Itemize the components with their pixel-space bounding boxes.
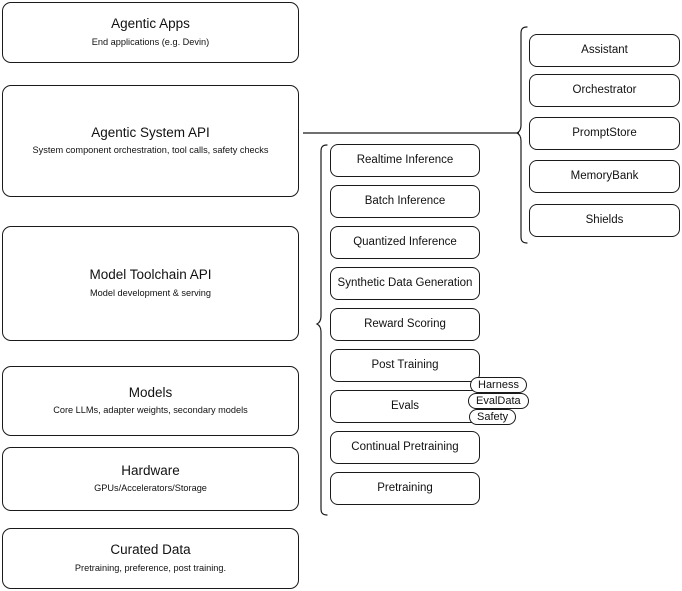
component-label: Assistant — [581, 44, 628, 57]
component-label: PromptStore — [572, 127, 637, 140]
layer-box-model-toolchain-api[interactable]: Model Toolchain API Model development & … — [2, 226, 299, 341]
layer-subtitle: Pretraining, preference, post training. — [74, 562, 227, 573]
toolchain-box-realtime-inference[interactable]: Realtime Inference — [330, 144, 480, 177]
layer-title: Hardware — [121, 462, 180, 478]
toolchain-label: Pretraining — [377, 482, 433, 495]
component-label: Shields — [585, 214, 624, 227]
layer-box-agentic-system-api[interactable]: Agentic System API System component orch… — [2, 85, 299, 197]
component-box-memorybank[interactable]: MemoryBank — [529, 160, 680, 193]
layer-box-hardware[interactable]: Hardware GPUs/Accelerators/Storage — [2, 447, 299, 511]
layer-box-models[interactable]: Models Core LLMs, adapter weights, secon… — [2, 366, 299, 436]
toolchain-label: Post Training — [371, 359, 439, 372]
toolchain-label: Quantized Inference — [353, 236, 457, 249]
toolchain-box-pretraining[interactable]: Pretraining — [330, 472, 480, 505]
component-box-promptstore[interactable]: PromptStore — [529, 117, 680, 150]
component-box-orchestrator[interactable]: Orchestrator — [529, 74, 680, 107]
toolchain-box-continual-pretraining[interactable]: Continual Pretraining — [330, 431, 480, 464]
component-label: Orchestrator — [572, 84, 637, 97]
toolchain-label: Reward Scoring — [364, 318, 446, 331]
evals-badge-evaldata[interactable]: EvalData — [468, 393, 529, 409]
evals-badge-safety[interactable]: Safety — [469, 409, 517, 425]
component-label: MemoryBank — [570, 170, 639, 183]
toolchain-label: Evals — [390, 400, 420, 413]
layer-subtitle: GPUs/Accelerators/Storage — [94, 483, 207, 494]
layer-subtitle: Model development & serving — [89, 287, 212, 298]
layer-subtitle: Core LLMs, adapter weights, secondary mo… — [53, 405, 248, 416]
toolchain-box-synthetic-data-generation[interactable]: Synthetic Data Generation — [330, 267, 480, 300]
layer-subtitle: End applications (e.g. Devin) — [91, 36, 210, 47]
layer-title: Models — [128, 384, 173, 400]
layer-title: Agentic Apps — [111, 16, 190, 32]
evals-badge-harness[interactable]: Harness — [470, 377, 527, 393]
component-box-assistant[interactable]: Assistant — [529, 34, 680, 67]
component-box-shields[interactable]: Shields — [529, 204, 680, 237]
toolchain-box-batch-inference[interactable]: Batch Inference — [330, 185, 480, 218]
toolchain-label: Batch Inference — [364, 195, 446, 208]
toolchain-box-post-training[interactable]: Post Training — [330, 349, 480, 382]
toolchain-label: Continual Pretraining — [351, 441, 459, 454]
layer-title: Agentic System API — [91, 124, 210, 140]
toolchain-box-evals[interactable]: Evals — [330, 390, 480, 423]
layer-box-curated-data[interactable]: Curated Data Pretraining, preference, po… — [2, 528, 299, 589]
toolchain-box-reward-scoring[interactable]: Reward Scoring — [330, 308, 480, 341]
toolchain-label: Synthetic Data Generation — [337, 277, 473, 290]
layer-title: Model Toolchain API — [89, 267, 212, 283]
toolchain-box-quantized-inference[interactable]: Quantized Inference — [330, 226, 480, 259]
toolchain-label: Realtime Inference — [356, 154, 454, 167]
layer-box-agentic-apps[interactable]: Agentic Apps End applications (e.g. Devi… — [2, 2, 299, 63]
layer-title: Curated Data — [110, 542, 191, 558]
layer-subtitle: System component orchestration, tool cal… — [32, 145, 269, 156]
